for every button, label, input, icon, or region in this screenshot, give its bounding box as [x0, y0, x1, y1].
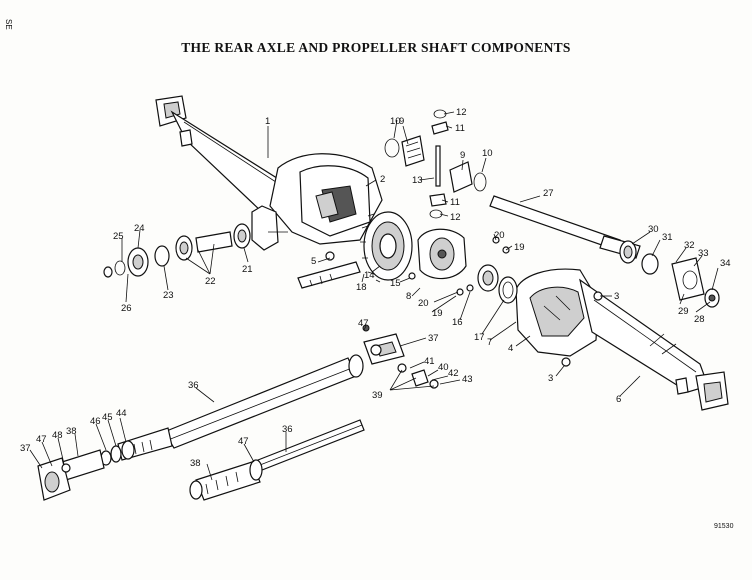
callout-24: 24	[134, 223, 145, 234]
callout-34: 34	[720, 258, 731, 269]
callout-47: 47	[36, 434, 47, 445]
callout-16: 16	[452, 317, 463, 328]
differential-cage	[417, 228, 467, 280]
callout-28: 28	[694, 314, 705, 325]
callout-13: 13	[412, 175, 423, 186]
reference-code: 91530	[714, 523, 734, 530]
callout-36: 36	[188, 380, 199, 391]
callout-46: 46	[90, 416, 101, 427]
propeller-shaft-lower	[189, 419, 365, 501]
callout-29: 29	[678, 306, 689, 317]
leader-lines	[29, 111, 719, 481]
callout-10: 10	[482, 148, 493, 159]
callout-1: 1	[265, 116, 270, 127]
callout-15: 15	[390, 278, 401, 289]
propeller-shaft-front-yoke	[37, 440, 135, 501]
axle-casing-left	[155, 95, 383, 251]
callout-11: 11	[450, 197, 460, 208]
callout-26: 26	[121, 303, 132, 314]
callout-42: 42	[448, 368, 459, 379]
callout-12: 12	[456, 107, 467, 118]
callout-38: 38	[66, 426, 77, 437]
callout-3: 3	[614, 291, 619, 302]
callout-2: 2	[380, 174, 385, 185]
callout-37: 37	[20, 443, 31, 454]
differential-gears	[384, 109, 487, 219]
callout-9: 9	[399, 116, 404, 127]
callout-40: 40	[438, 362, 449, 373]
callout-36: 36	[282, 424, 293, 435]
callout-48: 48	[52, 430, 63, 441]
axle-shaft	[489, 195, 720, 308]
callout-18: 18	[356, 282, 367, 293]
callout-47: 47	[238, 436, 249, 447]
callout-45: 45	[102, 412, 113, 423]
callout-27: 27	[543, 188, 554, 199]
callout-47: 47	[358, 318, 369, 329]
callout-4: 4	[508, 343, 513, 354]
bearings-differential	[477, 264, 518, 304]
callout-25: 25	[113, 231, 124, 242]
callout-23: 23	[163, 290, 174, 301]
callout-14: 14	[364, 270, 375, 281]
callout-21: 21	[242, 264, 253, 275]
callout-44: 44	[116, 408, 127, 419]
diagram-title: THE REAR AXLE AND PROPELLER SHAFT COMPON…	[181, 40, 571, 55]
callout-17: 17	[474, 332, 485, 343]
callout-31: 31	[662, 232, 673, 243]
side-mark: SE	[4, 19, 13, 30]
callout-7: 7	[487, 337, 492, 348]
callout-20: 20	[494, 230, 505, 241]
callout-41: 41	[424, 356, 435, 367]
callout-22: 22	[205, 276, 216, 287]
callout-38: 38	[190, 458, 201, 469]
pinion-assembly	[103, 223, 361, 289]
callout-3: 3	[548, 373, 553, 384]
callout-33: 33	[698, 248, 709, 259]
axle-casing-right	[515, 268, 729, 411]
callout-37: 37	[428, 333, 439, 344]
callout-11: 11	[455, 123, 465, 134]
propeller-shaft-upper	[117, 324, 439, 461]
callout-43: 43	[462, 374, 473, 385]
callout-30: 30	[648, 224, 659, 235]
callout-10: 10	[390, 116, 401, 127]
callout-5: 5	[311, 256, 316, 267]
callout-8: 8	[406, 291, 411, 302]
callout-39: 39	[372, 390, 383, 401]
callout-12: 12	[450, 212, 461, 223]
callout-19: 19	[514, 242, 525, 253]
callout-9: 9	[460, 150, 465, 161]
callout-20: 20	[418, 298, 429, 309]
crown-wheel	[360, 211, 413, 283]
callout-19: 19	[432, 308, 443, 319]
callout-32: 32	[684, 240, 695, 251]
callout-6: 6	[616, 394, 621, 405]
callout-labels: 1 2 3 3 4 5 6 7 8 9 9 10 10 11 11 12 12 …	[20, 107, 731, 469]
